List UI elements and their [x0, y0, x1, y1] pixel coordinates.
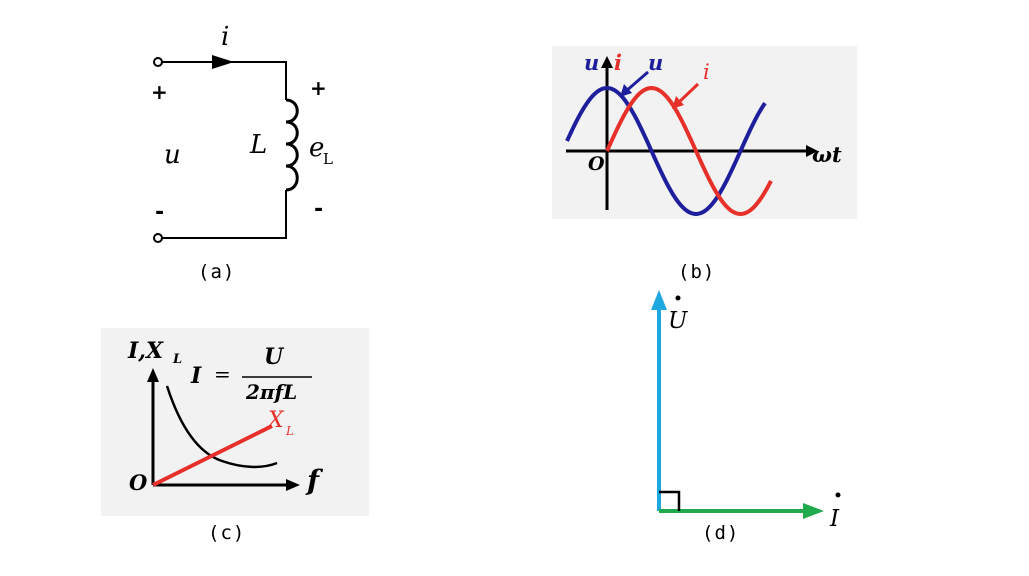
- u-pointer-arrow-icon: [620, 84, 632, 97]
- plus-left: +: [151, 80, 168, 104]
- minus-right: -: [314, 197, 324, 222]
- freq-origin-label: O: [129, 470, 148, 495]
- u-curve-label: u: [648, 50, 664, 75]
- i-phasor-arrow-icon: [803, 503, 824, 519]
- freq-x-label: f: [307, 464, 320, 497]
- caption-a: (a): [198, 261, 236, 283]
- voltage-label: u: [164, 140, 181, 170]
- waveform-background: [552, 46, 857, 219]
- caption-c: (c): [208, 522, 246, 544]
- wave-y-arrow-icon: [601, 56, 613, 68]
- current-arrow-icon: [212, 55, 234, 69]
- i-pointer-line: [675, 82, 700, 106]
- emf-label: e: [309, 133, 325, 163]
- minus-left: -: [155, 200, 165, 225]
- freq-y-arrow-icon: [147, 368, 159, 382]
- right-angle-mark: [659, 490, 681, 511]
- circuit-svg: [153, 55, 299, 243]
- u-axis-label: u: [584, 50, 600, 75]
- wave-x-label: ωt: [812, 142, 842, 167]
- top-wire: [162, 61, 287, 100]
- i-axis-label: i: [614, 50, 622, 75]
- u-dot-icon: [675, 295, 681, 301]
- inductor-coil: [285, 98, 299, 192]
- phasor-svg: [651, 290, 841, 519]
- reactance-line: [152, 424, 273, 487]
- u-phasor-label: U: [668, 308, 688, 334]
- u-pointer-line: [624, 70, 649, 94]
- reactance-label: X: [268, 408, 284, 433]
- wave-origin-label: O: [588, 153, 605, 175]
- i-dot-icon: [835, 492, 841, 498]
- panel-c-frequency: I,X L I = U 2πfL X L O f (c): [0, 300, 400, 576]
- panel-d-phasor: U I (d): [560, 280, 900, 576]
- freq-y-label: I,X: [128, 338, 164, 364]
- caption-b: (b): [678, 261, 716, 283]
- emf-subscript: L: [323, 150, 333, 168]
- i-curve-label: i: [703, 60, 710, 84]
- i-pointer-arrow-icon: [672, 96, 684, 109]
- panel-b-waveforms: u i u i O ωt (b): [552, 46, 857, 283]
- u-phasor-arrow-icon: [651, 290, 667, 310]
- panel-a-circuit: i + u - L + e L - (a): [0, 0, 400, 300]
- freq-x-arrow-icon: [286, 479, 300, 491]
- waveform-svg: [565, 56, 818, 217]
- formula-numerator: U: [264, 344, 284, 370]
- i-waveform: [605, 85, 773, 217]
- formula-lhs: I: [191, 363, 202, 389]
- current-curve: [165, 385, 278, 469]
- formula-denominator: 2πfL: [246, 380, 298, 404]
- current-label: i: [221, 22, 230, 52]
- frequency-svg: [147, 368, 312, 491]
- caption-d: (d): [702, 522, 740, 544]
- plus-right: +: [310, 76, 327, 100]
- wave-x-arrow-icon: [806, 145, 818, 157]
- inductor-label: L: [250, 130, 268, 160]
- formula-equals: =: [214, 362, 231, 386]
- i-phasor-label: I: [830, 506, 840, 532]
- u-waveform: [565, 85, 767, 216]
- freq-y-label-sub: L: [173, 352, 183, 367]
- reactance-label-sub: L: [286, 424, 294, 438]
- bottom-wire: [162, 190, 287, 239]
